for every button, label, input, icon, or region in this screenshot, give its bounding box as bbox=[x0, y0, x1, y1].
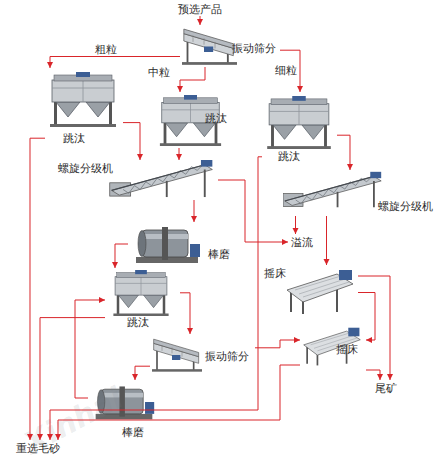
node-text: 溢流 bbox=[291, 236, 313, 249]
vibrating-screen bbox=[152, 339, 202, 372]
arrow-head bbox=[294, 337, 300, 343]
flow-line bbox=[30, 138, 45, 440]
table-node: 摇床 bbox=[300, 325, 366, 375]
shaking-table bbox=[287, 270, 353, 314]
flow-connector bbox=[337, 135, 353, 170]
rod-mill bbox=[136, 227, 200, 263]
jig-node: 跳汰 bbox=[45, 68, 123, 146]
node-text: 跳汰 bbox=[127, 316, 149, 329]
screen-node: 振动筛分 bbox=[180, 25, 280, 67]
flow-connector bbox=[197, 16, 203, 25]
screen-node: 振动筛分 bbox=[150, 334, 255, 380]
mill-node: 棒磨 bbox=[88, 380, 160, 440]
flow-line bbox=[180, 293, 190, 334]
node-text: 跳汰 bbox=[278, 150, 300, 163]
flow-connector bbox=[177, 67, 205, 92]
edge-label: 细粒 bbox=[275, 64, 297, 77]
flow-connector bbox=[75, 297, 105, 398]
node-text: 棒磨 bbox=[208, 248, 230, 261]
arrow-head bbox=[297, 86, 303, 92]
flow-line bbox=[358, 293, 375, 341]
flow-connector bbox=[47, 157, 262, 440]
classifier-node: 螺旋分级机 bbox=[280, 170, 435, 216]
node-text: 重选毛砂 bbox=[16, 442, 60, 455]
arrow-head bbox=[293, 228, 299, 234]
node-text: 预选产品 bbox=[178, 3, 222, 16]
arrow-head bbox=[387, 374, 393, 380]
flow-connector bbox=[191, 200, 197, 222]
arrow-head bbox=[197, 19, 203, 25]
jig-node: 跳汰 bbox=[155, 92, 235, 148]
arrow-head bbox=[282, 239, 288, 245]
flow-connector bbox=[112, 244, 128, 268]
flow-connector bbox=[255, 337, 300, 348]
flow-connector bbox=[176, 148, 182, 160]
node-text: 螺旋分级机 bbox=[378, 200, 433, 213]
flow-connector bbox=[366, 370, 383, 380]
flow-connector bbox=[180, 293, 193, 334]
flow-connector bbox=[218, 180, 288, 245]
node-text: 跳汰 bbox=[63, 132, 85, 145]
flow-connector bbox=[358, 293, 375, 344]
jig-machine bbox=[113, 270, 168, 316]
product-label: 重选毛砂 bbox=[12, 440, 64, 456]
flow-line bbox=[255, 340, 300, 348]
spiral-classifier bbox=[110, 160, 213, 197]
flow-line bbox=[50, 157, 262, 440]
flow-line bbox=[326, 216, 327, 265]
arrow-head bbox=[99, 297, 105, 303]
product-label: 溢流 bbox=[288, 234, 316, 250]
node-text: 螺旋分级机 bbox=[58, 162, 113, 175]
flow-connector bbox=[27, 138, 45, 440]
arrow-head bbox=[187, 328, 193, 334]
shaking-table bbox=[304, 328, 361, 366]
arrow-head bbox=[176, 154, 182, 160]
flow-line bbox=[115, 244, 128, 268]
jig-node: 跳汰 bbox=[262, 92, 337, 164]
spiral-classifier bbox=[283, 172, 381, 207]
flow-connector bbox=[293, 216, 299, 234]
node-text: 振动筛分 bbox=[232, 42, 276, 55]
arrow-head bbox=[366, 337, 372, 343]
flow-connector bbox=[324, 216, 330, 265]
flow-line bbox=[135, 366, 150, 380]
vibrating-screen bbox=[182, 29, 237, 65]
flow-line bbox=[358, 276, 390, 380]
jig-machine bbox=[267, 96, 331, 149]
arrow-head bbox=[177, 86, 183, 92]
mill-node: 棒磨 bbox=[128, 222, 233, 266]
arrow-head bbox=[347, 164, 353, 170]
arrow-head bbox=[324, 259, 330, 265]
node-text: 振动筛分 bbox=[205, 350, 249, 363]
node-text: 尾矿 bbox=[375, 382, 397, 395]
edge-label: 粗粒 bbox=[95, 43, 117, 56]
product-label: 尾矿 bbox=[372, 380, 400, 396]
node-text: 摇床 bbox=[336, 343, 358, 356]
jig-machine bbox=[50, 72, 116, 127]
arrow-head bbox=[137, 154, 143, 160]
flow-line bbox=[180, 67, 205, 92]
arrow-head bbox=[47, 62, 53, 68]
feed-label: 预选产品 bbox=[170, 2, 230, 16]
node-text: 棒磨 bbox=[122, 426, 144, 439]
jig-node: 跳汰 bbox=[105, 268, 180, 330]
flow-line bbox=[218, 180, 288, 242]
edge-label: 中粒 bbox=[148, 66, 170, 79]
table-node: 摇床 bbox=[264, 265, 358, 320]
arrow-head bbox=[377, 374, 383, 380]
arrow-head bbox=[132, 374, 138, 380]
arrow-head bbox=[112, 262, 118, 268]
flow-connector bbox=[123, 123, 143, 160]
flow-line bbox=[75, 300, 105, 398]
node-text: 摇床 bbox=[264, 267, 286, 280]
node-text: 跳汰 bbox=[205, 112, 227, 125]
classifier-node: 螺旋分级机 bbox=[58, 160, 218, 200]
flow-connector bbox=[132, 366, 150, 380]
arrow-head bbox=[191, 216, 197, 222]
flow-connector bbox=[358, 276, 393, 380]
